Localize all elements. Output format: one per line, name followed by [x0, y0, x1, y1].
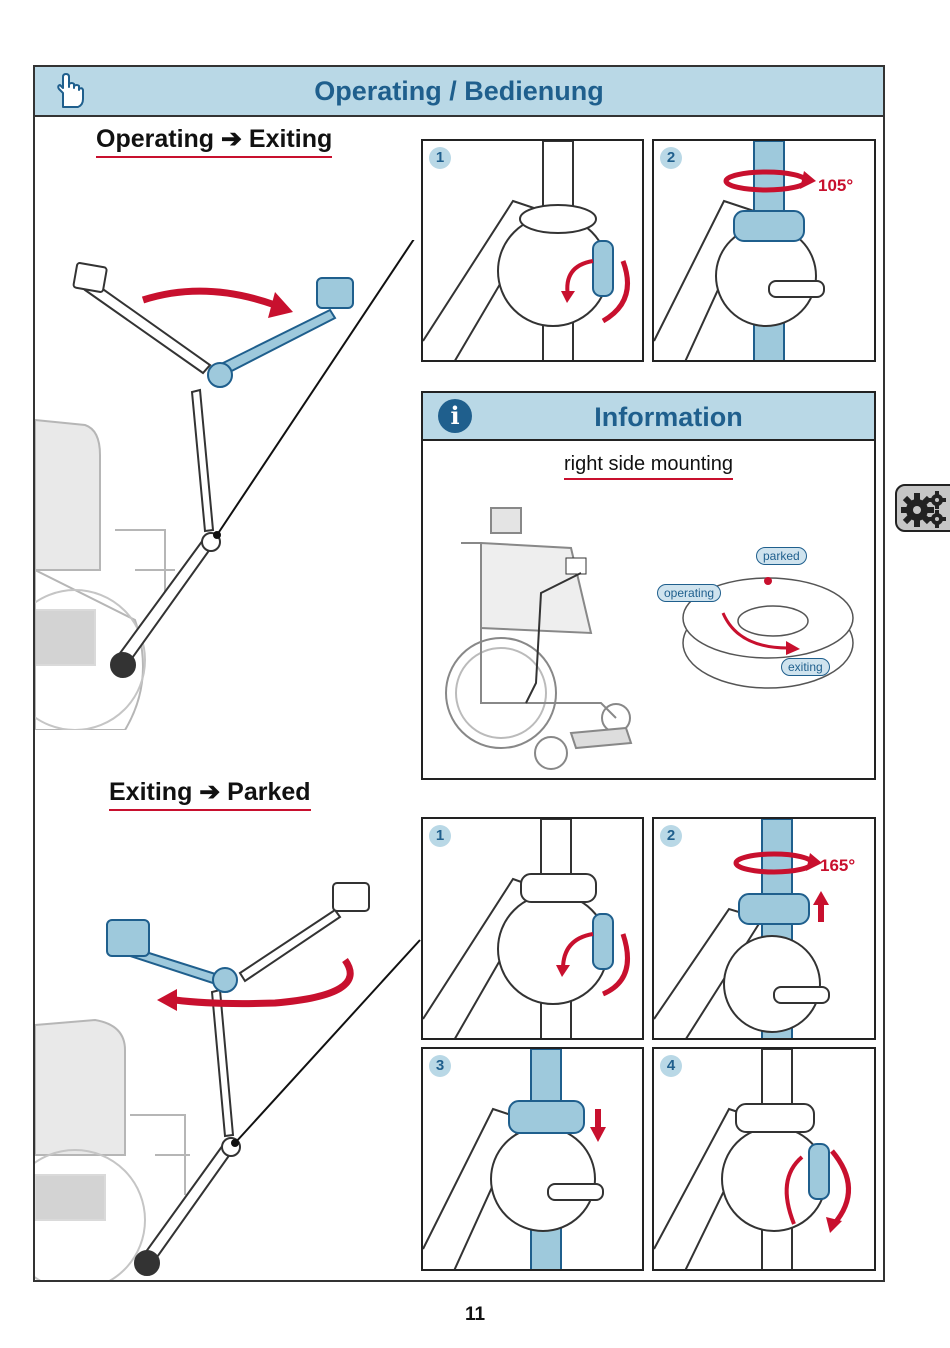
arm-rotation-illustration-2 [35, 882, 421, 1280]
step-panel-2-4: 4 [652, 1047, 876, 1271]
ring-lift-rotate-illustration [654, 819, 830, 1038]
step-panel-1-2: 2 105° [652, 139, 876, 362]
rotation-angle-label: 105° [818, 176, 854, 195]
hand-pointer-icon [57, 73, 84, 108]
step-badge: 2 [660, 825, 682, 847]
step-badge: 1 [429, 147, 451, 169]
info-icon: i [438, 399, 472, 433]
arm-rotation-illustration-1 [35, 240, 415, 730]
step-panel-2-3: 3 [421, 1047, 644, 1271]
information-box: i Information right side mounting parked… [421, 391, 876, 780]
page-frame: Operating / Bedienung [33, 65, 885, 1282]
settings-side-tab[interactable] [895, 484, 950, 532]
rotation-angle-label: 165° [820, 856, 856, 875]
step-badge: 3 [429, 1055, 451, 1077]
ring-lower-illustration [423, 1049, 606, 1269]
information-header: i Information [423, 393, 874, 441]
step-badge: 4 [660, 1055, 682, 1077]
section-title-operating-exiting: Operating ➔ Exiting [96, 124, 333, 158]
joint-unlock-illustration [423, 819, 630, 1038]
joint-lock-illustration [654, 1049, 851, 1269]
ring-positions-illustration [682, 577, 854, 689]
step-badge: 1 [429, 825, 451, 847]
joint-unlock-illustration [423, 141, 630, 360]
section-title-exiting-parked: Exiting ➔ Parked [109, 777, 311, 811]
ring-rotate-illustration [654, 141, 825, 360]
label-exiting: exiting [781, 658, 830, 676]
wheelchair-right-mount-illustration [445, 507, 633, 770]
step-panel-2-1: 1 [421, 817, 644, 1040]
label-parked: parked [756, 547, 807, 565]
information-title: Information [594, 402, 743, 432]
information-subtitle-wrap: right side mounting [423, 453, 874, 480]
step-badge: 2 [660, 147, 682, 169]
label-operating: operating [657, 584, 722, 602]
information-subtitle: right side mounting [564, 453, 733, 480]
gears-icon [901, 491, 946, 528]
step-panel-2-2: 2 165° [652, 817, 876, 1040]
page-number: 11 [464, 1304, 486, 1325]
page-header: Operating / Bedienung [35, 67, 883, 117]
page-title: Operating / Bedienung [314, 76, 604, 106]
step-panel-1-1: 1 [421, 139, 644, 362]
